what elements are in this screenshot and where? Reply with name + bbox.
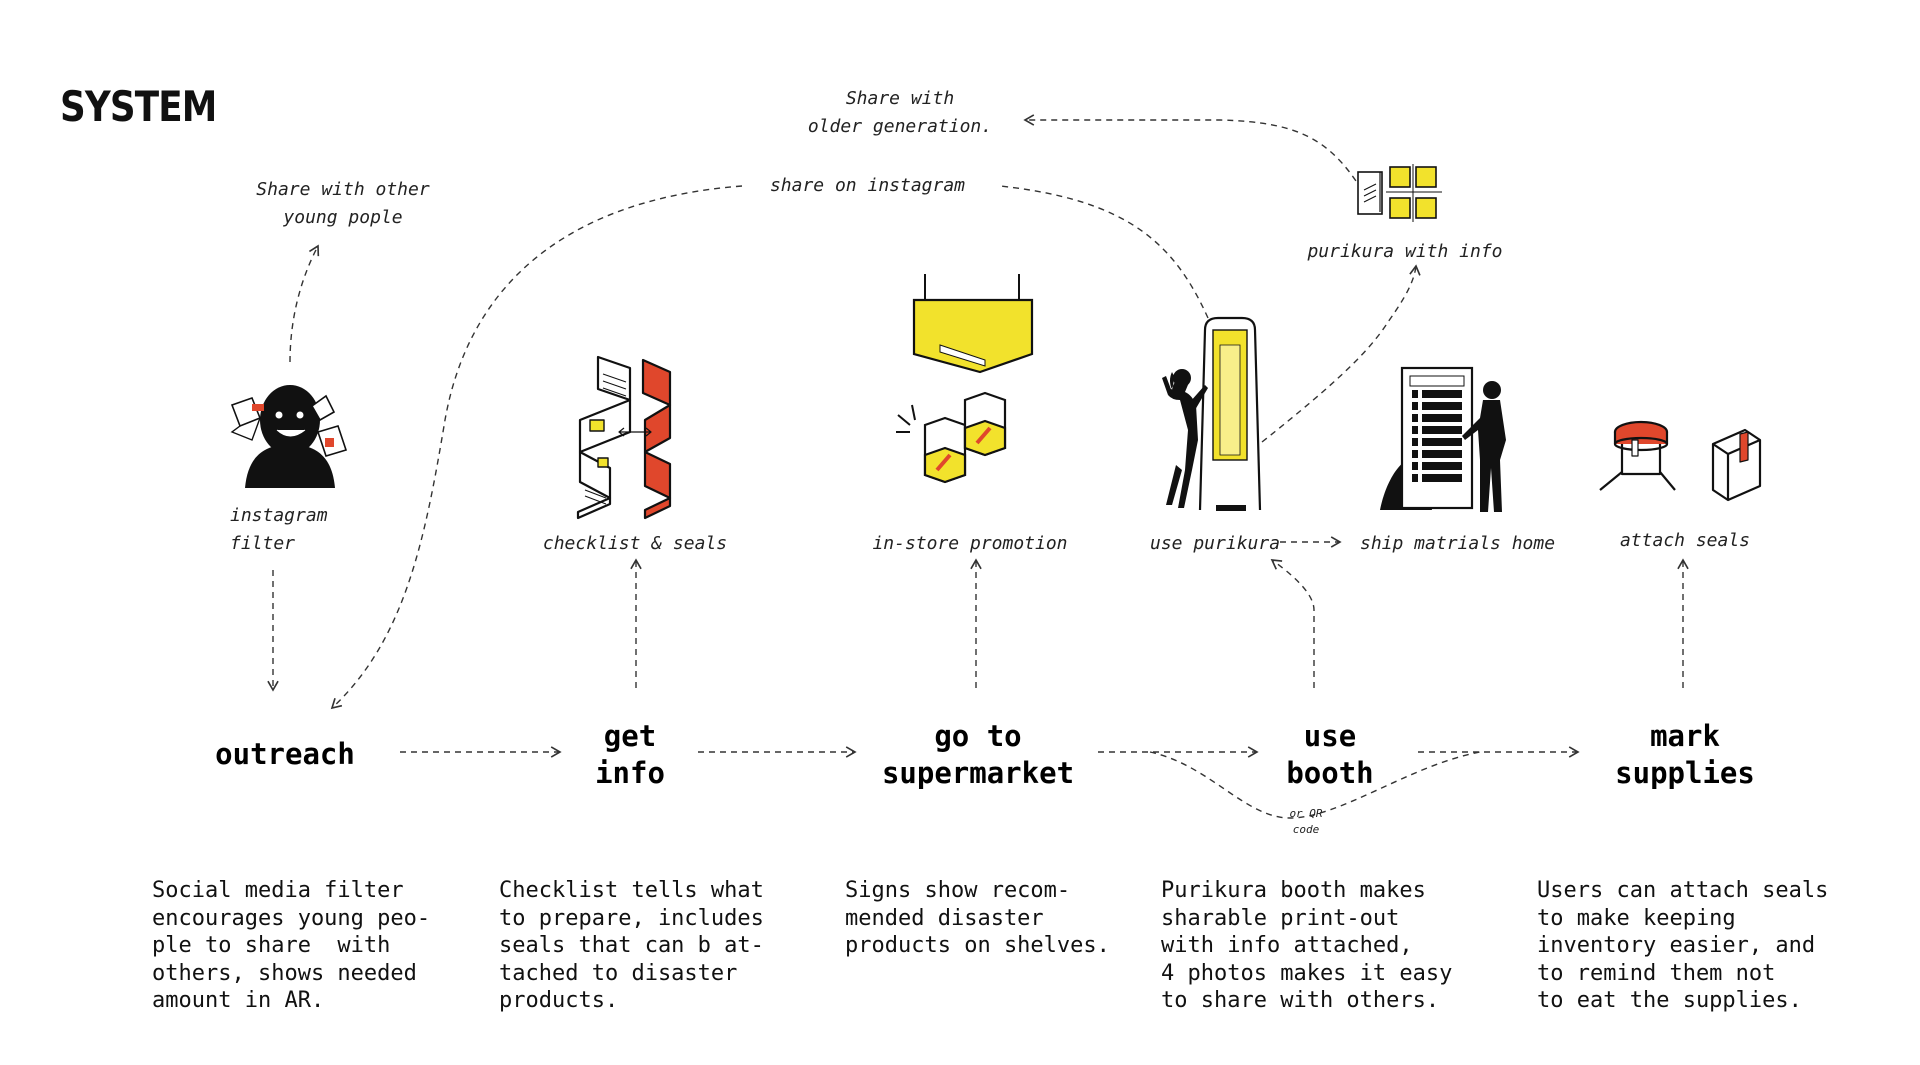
step-mark-supplies: mark supplies [1615, 719, 1755, 790]
description-get-info: Checklist tells what to prepare, include… [499, 878, 764, 1013]
arrow-booth-up [1270, 559, 1315, 688]
instagram-filter-icon [230, 385, 348, 488]
share-instagram-annotation: share on instagram [769, 175, 966, 196]
qr-code-annotation: or QR code [1289, 807, 1323, 836]
description-outreach: Social media filter encourages young peo… [152, 878, 431, 1013]
checklist-seals-label: checklist & seals [542, 533, 728, 554]
arrow-filter-to-share-young [289, 244, 320, 363]
attach-seals-label: attach seals [1619, 530, 1751, 551]
step-use-booth: use booth [1286, 719, 1374, 790]
step-go-to-supermarket: go to supermarket [881, 719, 1075, 790]
share-older-annotation: Share with older generation. [807, 88, 993, 137]
arrow-qr-detour [1149, 751, 1481, 819]
arrow-print-to-older-gen [1023, 114, 1363, 191]
description-use-booth: Purikura booth makes sharable print-out … [1161, 878, 1453, 1013]
in-store-promotion-label: in-store promotion [872, 533, 1068, 554]
step-get-info: get info [595, 719, 665, 790]
instagram-filter-label: instagram filter [230, 505, 328, 554]
use-purikura-label: use purikura [1150, 533, 1281, 554]
arrow-purikura-to-print [1261, 264, 1421, 443]
ship-materials-label: ship matrials home [1360, 533, 1556, 554]
step-outreach: outreach [215, 737, 355, 771]
checklist-seals-icon [576, 355, 672, 520]
description-mark-supplies: Users can attach seals to make keeping i… [1537, 878, 1829, 1013]
share-young-annotation: Share with other young pople [256, 179, 430, 228]
description-supermarket: Signs show recom- mended disaster produc… [845, 878, 1110, 958]
in-store-promotion-icon [896, 274, 1034, 484]
page-title: SYSTEM [60, 82, 217, 131]
purikura-info-annotation: purikura with info [1307, 241, 1503, 262]
arrow-instagram-share [332, 185, 1209, 708]
ship-materials-icon [1380, 366, 1506, 512]
use-purikura-icon [1162, 316, 1262, 511]
purikura-print-icon [1357, 164, 1442, 222]
attach-seals-icon [1599, 420, 1762, 502]
